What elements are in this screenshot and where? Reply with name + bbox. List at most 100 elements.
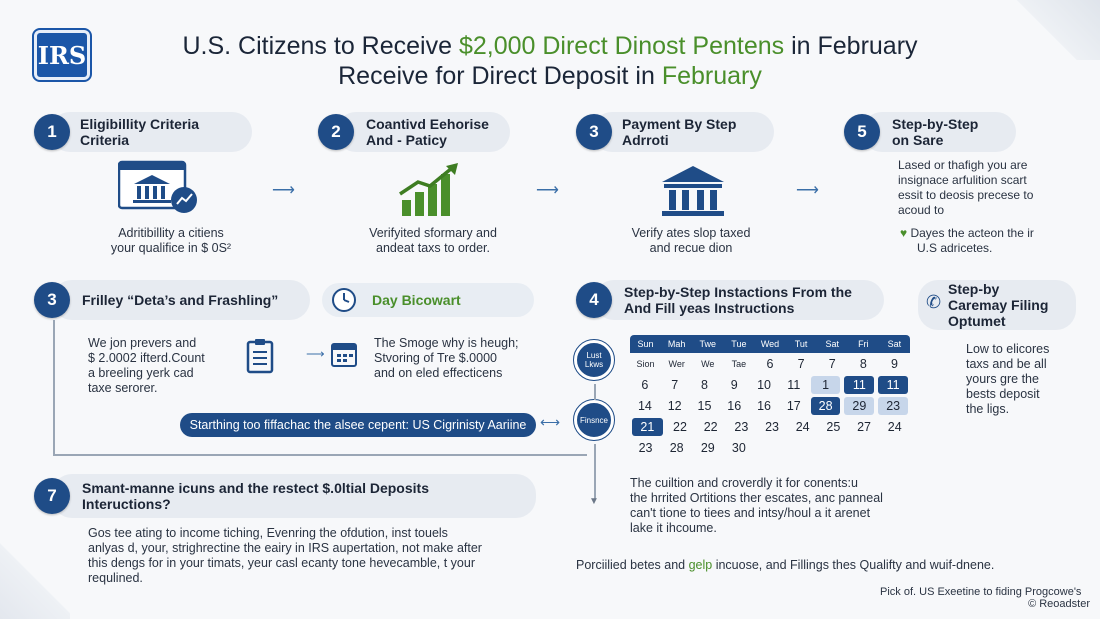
- calendar-day-header: Sun: [637, 339, 654, 349]
- desc-line: acoud to: [898, 203, 945, 217]
- desc-line: The Smoge why is heugh;: [374, 336, 519, 350]
- bank-browser-icon: [117, 160, 200, 218]
- step-2-title: Coantivd Eehorise And - Paticy: [336, 112, 510, 152]
- calendar-day-header: Sat: [887, 339, 902, 349]
- step-title-line: And - Paticy: [366, 132, 447, 148]
- calendar-day-cell: We: [701, 358, 715, 369]
- step-title-line: Frilley “Deta’s and Frashling”: [82, 292, 279, 308]
- note-line: can't tione to tiees and intsy/houl a it…: [630, 506, 871, 520]
- page-title: U.S. Citizens to Receive $2,000 Direct D…: [0, 32, 1100, 61]
- calendar-day-header: Wed: [760, 339, 780, 349]
- desc-line: taxe serorer.: [88, 381, 158, 395]
- calendar-day-cell: 16: [757, 398, 771, 413]
- step-title-line: Inteructions?: [82, 496, 171, 512]
- desc-line: insignace arfulition scart: [898, 173, 1027, 187]
- step-title-line: Caremay Filing: [948, 297, 1049, 313]
- calendar-day-cell: 23: [765, 419, 779, 434]
- icon-caption: Lust Lkws: [584, 351, 604, 369]
- summary-text: Porciilied betes and: [576, 558, 689, 572]
- desc-line: yours gre the: [966, 372, 1039, 386]
- calendar-day-header: Sat: [825, 339, 839, 349]
- step-title-line: on Sare: [892, 132, 944, 148]
- title-text: U.S. Citizens to Receive: [182, 32, 459, 60]
- arrow-right-icon: ⟶: [536, 182, 559, 199]
- desc-line: taxs and be all: [966, 357, 1047, 371]
- title-highlight: $2,000 Direct Dinost Pentens: [458, 32, 785, 60]
- growth-bar-chart-icon: [398, 162, 462, 218]
- pill-label: Day Bicowart: [372, 292, 461, 308]
- calendar-day-cell: Tae: [731, 358, 747, 369]
- step-number-badge: 3: [576, 114, 612, 150]
- filing-option-description: Low to elicores taxs and be all yours gr…: [966, 342, 1076, 417]
- arrow-down-icon: ▼: [589, 496, 599, 507]
- calendar-day-cell: 11: [844, 375, 875, 394]
- step-title-line: Smant-manne icuns and the restect $.0lti…: [82, 480, 429, 496]
- calendar-day-cell: 9: [890, 356, 898, 371]
- step-title-line: Payment By Step: [622, 116, 737, 132]
- irs-logo: IRS: [32, 28, 92, 82]
- calendar-day-header: Tue: [731, 339, 747, 349]
- calendar-day-cell: 6: [641, 377, 649, 392]
- calendar-day-cell: 11: [787, 377, 801, 392]
- step-3-description: Verify ates slop taxed and recue dion: [616, 226, 766, 256]
- calendar-day-cell: 1: [810, 375, 841, 394]
- calendar-day-cell: 11: [878, 375, 909, 394]
- corner-decoration: [1010, 0, 1100, 60]
- desc-line: Adritibillity a citiens: [118, 226, 224, 240]
- corner-decoration: [0, 539, 70, 619]
- step-title-line: Adrroti: [622, 132, 669, 148]
- calendar-small-icon: [330, 340, 358, 368]
- calendar-day-cell: 25: [826, 419, 841, 434]
- step-7-title: Smant-manne icuns and the restect $.0lti…: [52, 474, 536, 518]
- step-number-badge: 7: [34, 478, 70, 514]
- step-number-badge: 3: [34, 282, 70, 318]
- bank-building-icon: [658, 164, 728, 218]
- desc-line: Low to elicores: [966, 342, 1050, 356]
- calendar-day-cell: 24: [795, 419, 810, 434]
- calendar-day-cell: 21: [632, 417, 663, 436]
- finance-folder-icon: Finsnce: [573, 399, 615, 441]
- desc-line: essit to deosis precese to: [898, 188, 1034, 202]
- arrow-right-icon: ⟶: [306, 346, 325, 361]
- calendar-day-header: Mah: [667, 339, 686, 349]
- calendar-day-cell: 23: [878, 396, 909, 415]
- step-title-line: Step-by: [948, 281, 1000, 297]
- arrow-right-icon: ⟶: [796, 182, 819, 199]
- calendar-day-header: Twe: [699, 339, 717, 349]
- step-5-title: Step-by-Step on Sare: [862, 112, 1016, 152]
- desc-line: this dengs for in your timats, yeur casl…: [88, 556, 475, 570]
- filing-option-title: Step-by Caremay Filing Optumet: [918, 280, 1076, 330]
- desc-line: your qualifice in $ 0S²: [110, 241, 232, 255]
- calendar-day-header: Tut: [794, 339, 808, 349]
- step-5-bullet: ♥ Dayes the acteon the ir U.S adricetes.: [900, 226, 1080, 256]
- calendar-day-cell: 28: [810, 396, 841, 415]
- step-1-title: Eligibillity Criteria Criteria: [50, 112, 252, 152]
- step-number-badge: 5: [844, 114, 880, 150]
- tax-basket-icon: Lust Lkws: [573, 339, 615, 381]
- note-line: The cuiltion and croverdly it for conent…: [630, 476, 858, 490]
- subtitle-text: Receive for Direct Deposit in: [338, 62, 662, 90]
- step-5-description: Lased or thafigh you are insignace arful…: [898, 158, 1068, 218]
- calendar-day-cell: 16: [727, 398, 742, 413]
- day-bicowart-description: The Smoge why is heugh; Stvoring of Tre …: [374, 336, 534, 381]
- connector-line: [594, 384, 596, 400]
- step-number-badge: 2: [318, 114, 354, 150]
- calendar-day-cell: 30: [731, 440, 746, 455]
- step-3-title: Payment By Step Adrroti: [592, 112, 774, 152]
- desc-line: We jon prevers and: [88, 336, 197, 350]
- connector-line: [53, 320, 55, 456]
- desc-line: and on eled effecticens: [374, 366, 503, 380]
- calendar-day-cell: 9: [730, 377, 738, 392]
- desc-line: Lased or thafigh you are: [898, 158, 1028, 172]
- step-number-badge: 1: [34, 114, 70, 150]
- desc-line: Verify ates slop taxed: [631, 226, 751, 240]
- desc-line: andeat taxs to order.: [376, 241, 490, 255]
- footer-line: © Reoadster: [1028, 598, 1090, 610]
- arrow-right-icon: ⟶: [272, 182, 295, 199]
- calendar-day-cell: 22: [673, 419, 687, 434]
- desc-line: a breeling yerk cad: [88, 366, 194, 380]
